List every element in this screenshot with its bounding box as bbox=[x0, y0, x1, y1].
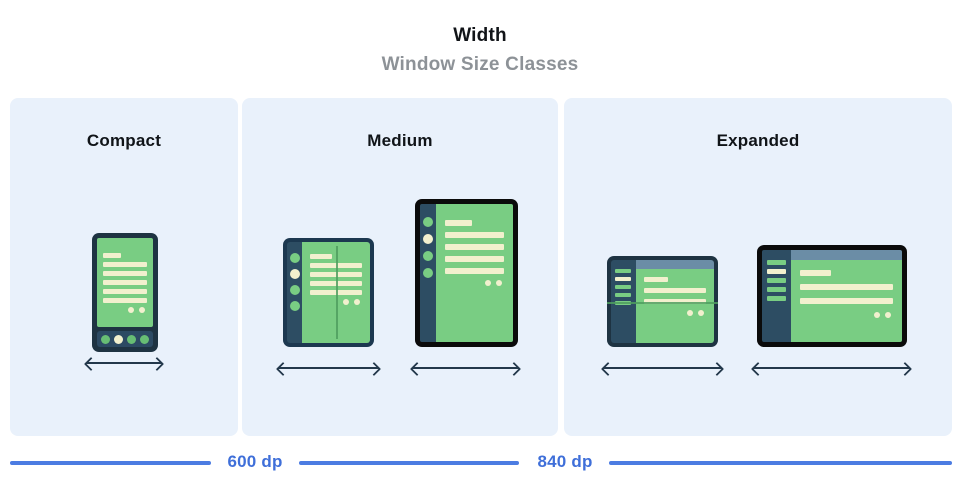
side-nav-item bbox=[615, 269, 631, 273]
rail-dot bbox=[423, 268, 433, 278]
content-dot bbox=[687, 310, 693, 316]
side-nav-item bbox=[767, 278, 786, 283]
phone-navbar bbox=[97, 331, 153, 347]
content-dots bbox=[103, 307, 145, 313]
rail-dot bbox=[423, 217, 433, 227]
tablet-screen bbox=[791, 260, 902, 342]
width-arrow-tablet-landscape bbox=[753, 367, 910, 369]
panel-expanded-label: Expanded bbox=[716, 131, 800, 150]
content-dots bbox=[310, 299, 360, 305]
foldable-landscape-illustration bbox=[607, 256, 718, 347]
navbar-dot bbox=[101, 334, 110, 344]
scale-line-segment bbox=[10, 461, 211, 465]
foldable-screen bbox=[302, 242, 370, 343]
rail-dot bbox=[289, 253, 300, 263]
phone-screen bbox=[97, 238, 153, 327]
content-line bbox=[644, 288, 706, 293]
panel-medium: Medium bbox=[242, 98, 558, 436]
width-arrow-compact bbox=[86, 362, 162, 364]
content-line bbox=[103, 289, 147, 294]
content-dot bbox=[485, 280, 491, 286]
side-nav-item-active bbox=[767, 269, 786, 274]
content-dot bbox=[698, 310, 704, 316]
nav-rail bbox=[420, 204, 436, 342]
content-dot bbox=[885, 312, 891, 318]
side-nav-item bbox=[767, 287, 786, 292]
rail-dot bbox=[289, 301, 300, 311]
side-nav-item bbox=[767, 260, 786, 265]
content-line-short bbox=[445, 220, 472, 226]
width-arrow-foldable bbox=[278, 367, 379, 369]
content-line bbox=[103, 271, 147, 276]
content-line bbox=[445, 268, 504, 274]
tablet-portrait-illustration bbox=[415, 199, 518, 347]
app-header-strip bbox=[636, 260, 714, 269]
content-dots bbox=[800, 312, 891, 318]
content-line bbox=[103, 298, 147, 303]
content-dot bbox=[139, 307, 145, 313]
navbar-dot-active bbox=[114, 334, 123, 344]
content-dot bbox=[874, 312, 880, 318]
tablet-main-pane bbox=[791, 250, 902, 342]
rail-dot-active bbox=[289, 269, 300, 279]
width-arrow-foldable-landscape bbox=[603, 367, 722, 369]
fold-line-horizontal bbox=[607, 301, 718, 304]
content-dot bbox=[343, 299, 349, 305]
panel-compact-label: Compact bbox=[86, 131, 162, 150]
content-line-short bbox=[103, 253, 122, 258]
content-line bbox=[445, 232, 504, 238]
content-line bbox=[445, 256, 504, 262]
content-line-short bbox=[800, 270, 831, 276]
phone-portrait-illustration bbox=[92, 233, 158, 352]
content-line bbox=[800, 284, 893, 290]
side-nav bbox=[762, 250, 791, 342]
diagram-title: Width bbox=[453, 25, 507, 46]
panel-medium-label: Medium bbox=[367, 131, 433, 150]
content-dots bbox=[644, 310, 704, 316]
content-dot bbox=[496, 280, 502, 286]
tablet-landscape-illustration bbox=[757, 245, 907, 347]
side-nav-item bbox=[767, 296, 786, 301]
panel-expanded: Expanded bbox=[564, 98, 952, 436]
rail-dot-active bbox=[423, 234, 433, 244]
navbar-dot bbox=[140, 334, 149, 344]
side-nav-item bbox=[615, 293, 631, 297]
scale-line-segment bbox=[299, 461, 519, 465]
foldable-portrait-illustration bbox=[283, 238, 374, 347]
breakpoint-label-600dp: 600 dp bbox=[227, 452, 283, 471]
content-dot bbox=[128, 307, 134, 313]
nav-rail bbox=[287, 242, 302, 343]
rail-dot bbox=[289, 285, 300, 295]
content-dot bbox=[354, 299, 360, 305]
scale-line-segment bbox=[609, 461, 952, 465]
foldable-screen bbox=[636, 269, 714, 343]
content-dots bbox=[445, 280, 502, 286]
side-nav-item-active bbox=[615, 277, 631, 281]
content-line bbox=[800, 298, 893, 304]
side-nav-item bbox=[615, 285, 631, 289]
width-arrow-tablet bbox=[412, 367, 519, 369]
content-line bbox=[103, 262, 147, 267]
content-line-short bbox=[644, 277, 668, 282]
app-header-strip bbox=[791, 250, 902, 260]
tablet-screen bbox=[436, 204, 513, 342]
rail-dot bbox=[423, 251, 433, 261]
panel-compact: Compact bbox=[10, 98, 238, 436]
diagram-subtitle: Window Size Classes bbox=[381, 54, 579, 75]
fold-line-vertical bbox=[336, 246, 338, 339]
breakpoint-label-840dp: 840 dp bbox=[537, 452, 593, 471]
content-line bbox=[103, 280, 147, 285]
navbar-dot bbox=[127, 334, 136, 344]
content-line bbox=[445, 244, 504, 250]
content-line-short bbox=[310, 254, 332, 259]
